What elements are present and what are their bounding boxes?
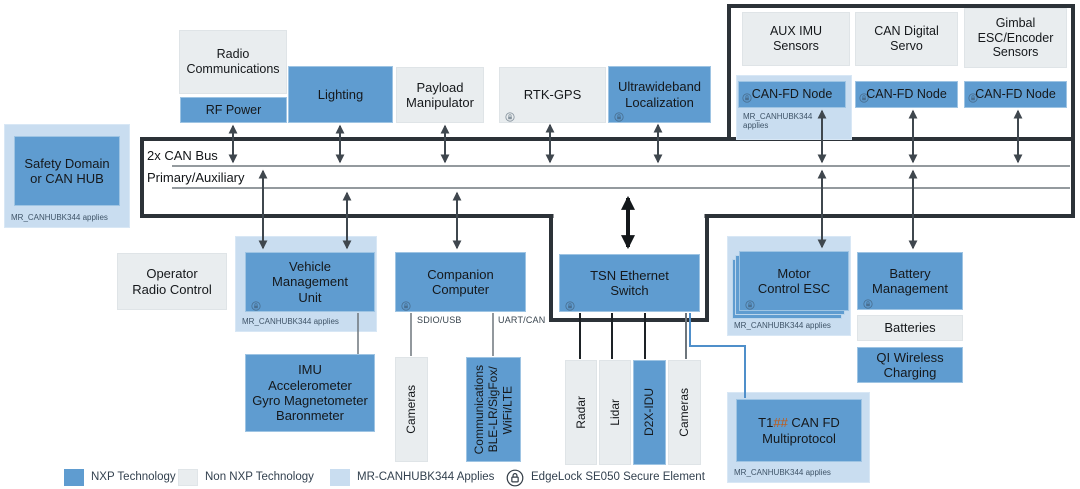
- box-canfd-node-1: CAN-FD Node: [738, 81, 846, 108]
- aux-sensor-frame: [727, 4, 1075, 140]
- canhubk-note: MR_CANHUBK344 applies: [734, 321, 831, 331]
- cameras-right-label: Cameras: [677, 388, 692, 437]
- edgelock-se050-legend-icon: [506, 469, 524, 487]
- vmu-label: Vehicle Management Unit: [272, 259, 348, 305]
- box-tsn-switch: TSN Ethernet Switch: [559, 254, 700, 312]
- box-d2x-idu: D2X-IDU: [633, 360, 666, 465]
- box-aux-imu: AUX IMU Sensors: [742, 12, 850, 66]
- edgelock-se050-icon: [742, 90, 752, 103]
- box-motor-esc: Motor Control ESC: [739, 251, 849, 311]
- box-canfd-node-2: CAN-FD Node: [855, 81, 958, 108]
- tsn-label: TSN Ethernet Switch: [590, 267, 669, 298]
- iface-uart-can: UART/CAN: [498, 315, 546, 325]
- canhubk-note: MR_CANHUBK344 applies: [743, 111, 813, 131]
- edgelock-se050-icon: [745, 297, 755, 310]
- canfd-node-label: CAN-FD Node: [975, 87, 1056, 102]
- rtk-gps-label: RTK-GPS: [523, 87, 582, 103]
- edgelock-se050-icon: [614, 109, 624, 122]
- box-qi-charging: QI Wireless Charging: [857, 347, 963, 383]
- box-communications: Communications BLE-LR/SigFox/ WiFi/LTE: [466, 357, 521, 462]
- box-safety-domain: Safety Domain or CAN HUB: [14, 136, 120, 206]
- lighting-label: Lighting: [317, 86, 364, 102]
- motor-esc-label: Motor Control ESC: [757, 265, 831, 296]
- box-payload-manipulator: Payload Manipulator: [396, 67, 484, 123]
- bus-label-2: Primary/Auxiliary: [147, 170, 245, 185]
- legend-mr-canhubk344-label: MR-CANHUBK344 Applies: [357, 471, 495, 483]
- safety-domain-label: Safety Domain or CAN HUB: [24, 155, 110, 186]
- battery-mgmt-label: Battery Management: [872, 265, 948, 296]
- canhubk-note: MR_CANHUBK344 applies: [242, 317, 339, 327]
- radio-communications-label: Radio Communications: [186, 47, 280, 76]
- box-cameras-right: Cameras: [668, 360, 701, 465]
- communications-label: Communications BLE-LR/SigFox/ WiFi/LTE: [472, 364, 515, 455]
- canhubk-note: MR_CANHUBK344 applies: [11, 213, 108, 223]
- canfd-node-label: CAN-FD Node: [866, 87, 947, 102]
- box-ultrawideband: Ultrawideband Localization: [608, 66, 711, 123]
- box-lighting: Lighting: [288, 66, 393, 123]
- can-bus-frame: [140, 137, 1075, 218]
- t1-label: T1## CAN FD Multiprotocol: [758, 415, 840, 446]
- rf-power-label: RF Power: [205, 102, 262, 117]
- t1-hash: ##: [773, 415, 788, 431]
- box-battery-management: Battery Management: [857, 252, 963, 310]
- box-rf-power: RF Power: [180, 97, 287, 123]
- box-radio-communications: Radio Communications: [179, 30, 287, 94]
- box-rtk-gps: RTK-GPS: [499, 67, 606, 123]
- box-companion-computer: Companion Computer: [395, 252, 526, 312]
- box-operator-radio: Operator Radio Control: [117, 253, 227, 310]
- cameras-left-label: Cameras: [404, 385, 419, 434]
- companion-label: Companion Computer: [427, 266, 494, 297]
- box-can-digital-servo: CAN Digital Servo: [855, 12, 958, 66]
- qi-charging-label: QI Wireless Charging: [876, 349, 944, 380]
- edgelock-se050-icon: [505, 109, 515, 122]
- legend-non-nxp-label: Non NXP Technology: [205, 471, 314, 483]
- box-vmu: Vehicle Management Unit: [245, 252, 375, 312]
- aux-imu-label: AUX IMU Sensors: [769, 24, 823, 53]
- iface-sdio-usb: SDIO/USB: [417, 315, 462, 325]
- operator-radio-label: Operator Radio Control: [132, 266, 212, 297]
- can-digital-servo-label: CAN Digital Servo: [874, 24, 939, 53]
- legend-swatch-mr-canhubk344: [330, 469, 350, 486]
- tsn-frame: [549, 214, 709, 322]
- edgelock-se050-icon: [565, 298, 575, 311]
- edgelock-se050-icon: [251, 298, 261, 311]
- gimbal-label: Gimbal ESC/Encoder Sensors: [977, 15, 1054, 60]
- ultrawideband-label: Ultrawideband Localization: [617, 79, 702, 110]
- imu-stack-label: IMU Accelerometer Gyro Magnetometer Baro…: [252, 362, 368, 424]
- edgelock-se050-icon: [863, 296, 873, 309]
- legend-swatch-non-nxp: [178, 469, 198, 486]
- edgelock-se050-icon: [859, 90, 869, 103]
- legend-edgelock-label: EdgeLock SE050 Secure Element: [531, 471, 705, 483]
- lidar-label: Lidar: [607, 399, 622, 426]
- batteries-label: Batteries: [884, 320, 936, 336]
- box-gimbal: Gimbal ESC/Encoder Sensors: [964, 8, 1067, 68]
- box-batteries: Batteries: [857, 315, 963, 341]
- d2x-idu-label: D2X-IDU: [642, 388, 657, 437]
- box-cameras-left: Cameras: [395, 357, 428, 462]
- box-t1-canfd: T1## CAN FD Multiprotocol: [736, 399, 862, 462]
- box-canfd-node-3: CAN-FD Node: [964, 81, 1067, 108]
- legend-nxp-label: NXP Technology: [91, 471, 176, 483]
- bus-label-1: 2x CAN Bus: [147, 148, 218, 163]
- canfd-node-label: CAN-FD Node: [751, 87, 833, 102]
- edgelock-se050-icon: [968, 90, 978, 103]
- legend-swatch-nxp: [64, 469, 84, 486]
- box-lidar: Lidar: [599, 360, 631, 465]
- box-radar: Radar: [565, 360, 597, 465]
- edgelock-se050-icon: [401, 298, 411, 311]
- payload-manipulator-label: Payload Manipulator: [406, 79, 474, 110]
- canhubk-note: MR_CANHUBK344 applies: [734, 468, 831, 478]
- radar-label: Radar: [573, 396, 588, 429]
- box-imu-stack: IMU Accelerometer Gyro Magnetometer Baro…: [245, 354, 375, 432]
